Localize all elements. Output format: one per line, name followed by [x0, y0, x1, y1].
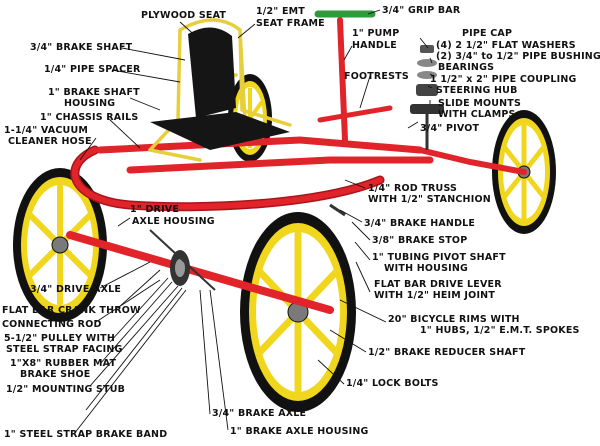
label-brake-axle-housing: 1" BRAKE AXLE HOUSING	[230, 426, 369, 437]
label-rod-truss: WITH 1/2" STANCHION	[368, 194, 491, 205]
label-rod-truss: 1/4" ROD TRUSS	[368, 183, 457, 194]
label-brake-shaft-housing: 1" BRAKE SHAFT	[48, 87, 140, 98]
label-emt-seat-frame: 1/2" EMT	[256, 6, 305, 17]
label-steering-hub: STEERING HUB	[436, 85, 518, 96]
label-brake-stop: 3/8" BRAKE STOP	[372, 235, 467, 246]
part-labels: PLYWOOD SEAT 1/2" EMT SEAT FRAME 3/4" GR…	[2, 5, 600, 440]
label-bearings: BEARINGS	[438, 62, 494, 73]
label-brake-shaft-housing: HOUSING	[64, 98, 115, 109]
rear-right-wheel	[240, 212, 356, 412]
label-vacuum-hose: CLEANER HOSE	[8, 136, 92, 147]
label-grip-bar: 3/4" GRIP BAR	[382, 5, 461, 16]
label-pipe-coupling: 1 1/2" x 2" PIPE COUPLING	[430, 74, 576, 85]
label-plywood-seat: PLYWOOD SEAT	[141, 10, 226, 21]
label-pipe-spacer: 1/4" PIPE SPACER	[44, 64, 141, 75]
label-tubing-pivot: 1" TUBING PIVOT SHAFT	[372, 252, 506, 263]
label-mounting-stub: 1/2" MOUNTING STUB	[6, 384, 125, 395]
label-rubber-mat: BRAKE SHOE	[20, 369, 90, 380]
leader-lines	[73, 9, 435, 435]
label-tubing-pivot: WITH HOUSING	[384, 263, 468, 274]
label-brake-axle: 3/4" BRAKE AXLE	[212, 408, 306, 419]
label-pump-handle: HANDLE	[352, 40, 397, 51]
label-slide-mounts: WITH CLAMPS	[438, 109, 516, 120]
label-pipe-bushing: (2) 3/4" to 1/2" PIPE BUSHING	[436, 51, 600, 62]
label-pulley: STEEL STRAP FACING	[6, 344, 123, 355]
label-drive-axle-housing: AXLE HOUSING	[132, 216, 215, 227]
label-brake-shaft: 3/4" BRAKE SHAFT	[30, 42, 133, 53]
label-emt-seat-frame: SEAT FRAME	[256, 18, 325, 29]
label-drive-axle: 3/4" DRIVE AXLE	[30, 284, 121, 295]
label-steel-strap-band: 1" STEEL STRAP BRAKE BAND	[4, 429, 167, 440]
label-pulley: 5-1/2" PULLEY WITH	[4, 333, 115, 344]
rear-left-wheel	[13, 168, 107, 322]
label-flat-bar-lever: FLAT BAR DRIVE LEVER	[374, 279, 502, 290]
label-flat-washers: (4) 2 1/2" FLAT WASHERS	[436, 40, 576, 51]
label-bicycle-rims: 20" BICYCLE RIMS WITH	[388, 314, 520, 325]
label-pipe-cap: PIPE CAP	[462, 28, 512, 39]
steering-hub-parts	[410, 45, 444, 150]
label-lock-bolts: 1/4" LOCK BOLTS	[346, 378, 439, 389]
label-chassis-rails: 1" CHASSIS RAILS	[40, 112, 138, 123]
label-footrests: FOOTRESTS	[344, 71, 409, 82]
label-connecting-rod: CONNECTING ROD	[2, 319, 102, 330]
label-pump-handle: 1" PUMP	[352, 28, 399, 39]
label-drive-axle-housing: 1" DRIVE	[130, 204, 179, 215]
chassis-frame	[66, 10, 527, 314]
label-bicycle-rims: 1" HUBS, 1/2" E.M.T. SPOKES	[420, 325, 580, 336]
label-crank-throw: FLAT BAR CRANK THROW	[2, 305, 141, 316]
label-rubber-mat: 1"X8" RUBBER MAT	[10, 358, 116, 369]
label-brake-handle: 3/4" BRAKE HANDLE	[364, 218, 475, 229]
label-slide-mounts: SLIDE MOUNTS	[438, 98, 521, 109]
seat	[148, 18, 292, 162]
brake-pulley	[149, 203, 346, 291]
label-flat-bar-lever: WITH 1/2" HEIM JOINT	[374, 290, 495, 301]
label-vacuum-hose: 1-1/4" VACUUM	[4, 125, 88, 136]
label-pivot: 3/4" PIVOT	[420, 123, 480, 134]
label-brake-reducer: 1/2" BRAKE REDUCER SHAFT	[368, 347, 526, 358]
